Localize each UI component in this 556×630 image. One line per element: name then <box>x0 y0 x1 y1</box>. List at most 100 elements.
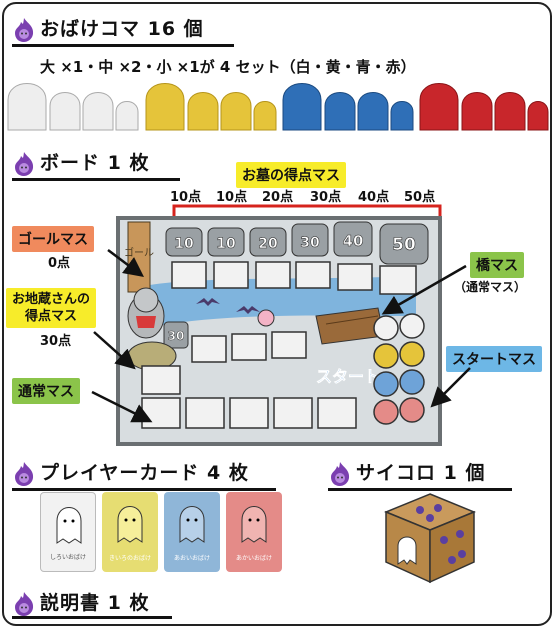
heading-cards-text: プレイヤーカード 4 枚 <box>40 462 249 484</box>
koma-white-medium <box>82 92 114 131</box>
ghost-flame-icon <box>15 17 34 42</box>
start-sign-text: スタート <box>316 367 380 386</box>
koma-white-set <box>7 83 139 131</box>
ghost-flame-icon <box>331 461 350 486</box>
ghost-flame-icon <box>15 591 34 616</box>
player-card-name: きいろのおばけ <box>108 555 151 562</box>
heading-koma: おばけコマ 16 個 <box>12 14 204 43</box>
bat-icon <box>196 298 220 306</box>
player-card-name: あおいおばけ <box>173 555 210 562</box>
tomb-number: 50 <box>392 235 416 255</box>
start-area <box>373 313 425 425</box>
heading-manual-underline <box>12 616 172 619</box>
koma-white-small <box>115 101 139 131</box>
dice <box>384 493 476 584</box>
player-card-name: しろいおばけ <box>49 554 86 561</box>
jizo-tomb-number: 30 <box>168 329 185 343</box>
koma-red-medium <box>494 92 526 131</box>
grave-point-5: 40点 <box>358 190 390 205</box>
koma-yellow-set <box>145 83 277 131</box>
heading-board-underline <box>12 178 180 181</box>
heading-manual-text: 説明書 1 枚 <box>40 592 150 614</box>
ghost-icon <box>117 506 143 543</box>
top-track <box>171 261 417 295</box>
tombstone: 20 <box>249 227 287 257</box>
grave-point-4: 30点 <box>310 190 342 205</box>
player-card-yellow: きいろのおばけ <box>102 492 158 572</box>
heading-dice-text: サイコロ 1 個 <box>356 462 486 484</box>
koma-blue-set <box>282 83 414 131</box>
ghost-icon <box>56 507 82 544</box>
jizo-label-line1: お地蔵さんの <box>12 292 91 307</box>
player-card-blue: あおいおばけ <box>164 492 220 572</box>
heading-dice-underline <box>328 488 512 491</box>
koma-yellow-medium <box>187 92 219 131</box>
goal-points: 0点 <box>48 256 71 271</box>
koma-blue-large <box>282 83 322 131</box>
goal-label: ゴールマス <box>12 226 94 252</box>
koma-red-small <box>527 101 549 131</box>
jizo-label: お地蔵さんの 得点マス <box>6 288 97 328</box>
ghost-icon <box>257 309 275 327</box>
goal-sign-text: ゴール <box>124 246 154 259</box>
koma-blue-medium <box>357 92 389 131</box>
grave-point-6: 50点 <box>404 190 436 205</box>
koma-white-large <box>7 83 47 131</box>
player-card-red: あかいおばけ <box>226 492 282 572</box>
grave-point-3: 20点 <box>262 190 294 205</box>
koma-pieces <box>7 83 549 131</box>
player-card-white: しろいおばけ <box>40 492 96 572</box>
koma-red-large <box>419 83 459 131</box>
heading-board-text: ボード 1 枚 <box>40 152 150 174</box>
tomb-number: 40 <box>343 232 364 250</box>
bat-icon <box>236 306 260 314</box>
tomb-number: 10 <box>174 236 194 252</box>
koma-yellow-small <box>253 101 277 131</box>
ghost-flame-icon <box>15 151 34 176</box>
bridge-label: 橋マス <box>470 252 524 278</box>
grave-point-2: 10点 <box>216 190 248 205</box>
tombstone: 10 <box>165 227 203 257</box>
start-label: スタートマス <box>446 346 542 372</box>
ghost-icon <box>179 506 205 543</box>
koma-red-medium <box>461 92 493 131</box>
koma-red-set <box>419 83 549 131</box>
tomb-number: 10 <box>216 236 236 252</box>
heading-cards: プレイヤーカード 4 枚 <box>12 458 249 487</box>
ghost-icon <box>397 536 417 565</box>
koma-white-medium <box>49 92 81 131</box>
tombstone: 40 <box>333 221 373 257</box>
koma-yellow-medium <box>220 92 252 131</box>
player-card-name: あかいおばけ <box>235 555 272 562</box>
game-board: ゴール 10 10 20 30 40 50 30 <box>116 216 442 446</box>
jizo-statue <box>127 287 165 339</box>
tomb-number: 30 <box>300 235 320 251</box>
tombstone: 50 <box>379 223 429 265</box>
tombstone: 10 <box>207 227 245 257</box>
grave-bracket <box>172 204 442 224</box>
normal-label: 通常マス <box>12 378 80 404</box>
heading-koma-text: おばけコマ 16 個 <box>40 18 204 40</box>
koma-blue-medium <box>324 92 356 131</box>
jizo-label-line2: 得点マス <box>25 309 78 324</box>
heading-koma-underline <box>12 44 234 47</box>
grave-point-1: 10点 <box>170 190 202 205</box>
heading-dice: サイコロ 1 個 <box>328 458 485 487</box>
grave-points-title: お墓の得点マス <box>236 162 346 188</box>
jizo-points: 30点 <box>40 334 72 349</box>
koma-blue-small <box>390 101 414 131</box>
bottom-track <box>141 365 357 429</box>
heading-board: ボード 1 枚 <box>12 148 149 177</box>
tombstone: 30 <box>291 223 329 257</box>
koma-yellow-large <box>145 83 185 131</box>
koma-description: 大 ×1・中 ×2・小 ×1が 4 セット（白・黄・青・赤） <box>40 58 416 76</box>
middle-track <box>191 331 307 363</box>
heading-manual: 説明書 1 枚 <box>12 588 149 617</box>
frame <box>2 2 552 626</box>
tomb-number: 20 <box>258 236 278 252</box>
ghost-flame-icon <box>15 461 34 486</box>
bridge-sub-label: （通常マス） <box>454 280 527 294</box>
heading-cards-underline <box>12 488 276 491</box>
ghost-icon <box>241 506 267 543</box>
